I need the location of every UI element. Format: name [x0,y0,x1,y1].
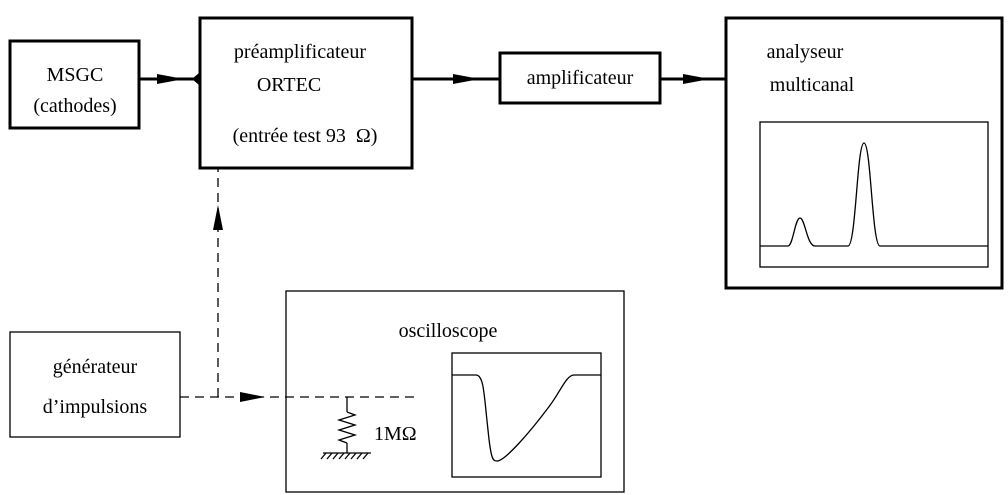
arrow-generator-to-preamp [213,205,223,230]
oscilloscope-block: oscilloscope [285,290,625,493]
preamplifier-block: préamplificateur ORTEC (entrée test 93 Ω… [198,16,414,170]
preamplifier-label: préamplificateur [234,41,366,63]
amplifier-label: amplificateur [527,67,634,89]
preamplifier-brand: ORTEC [257,74,321,96]
signal-arrowheads [157,74,710,402]
preamplifier-test-input: (entrée test 93 Ω) [233,125,378,147]
analyzer-label: analyseur [767,41,844,63]
pulse-generator-sublabel: d’impulsions [43,396,148,418]
analyzer-block: analyseur multicanal [724,16,1004,290]
arrow-msgc-to-preamp [157,74,184,84]
msgc-label: MSGC [47,64,104,86]
amplifier-block: amplificateur [498,51,662,105]
resistor-icon [336,397,358,453]
analyzer-sublabel: multicanal [770,74,855,96]
generator-test-connection [180,168,418,398]
arrow-amplifier-to-analyzer [683,74,710,84]
msgc-block: MSGC (cathodes) [8,39,141,130]
pulse-generator-label: générateur [53,356,138,378]
oscilloscope-label: oscilloscope [399,320,498,342]
pulse-waveform-icon [451,352,602,478]
arrow-generator-to-oscilloscope [240,392,265,402]
resistor-label: 1MΩ [374,423,417,445]
pulse-generator-block: générateur d’impulsions [9,331,181,438]
ground-icon [320,452,371,460]
msgc-sublabel: (cathodes) [33,95,116,117]
spectrum-display-icon [759,121,989,268]
arrow-preamp-to-amplifier [453,74,480,84]
